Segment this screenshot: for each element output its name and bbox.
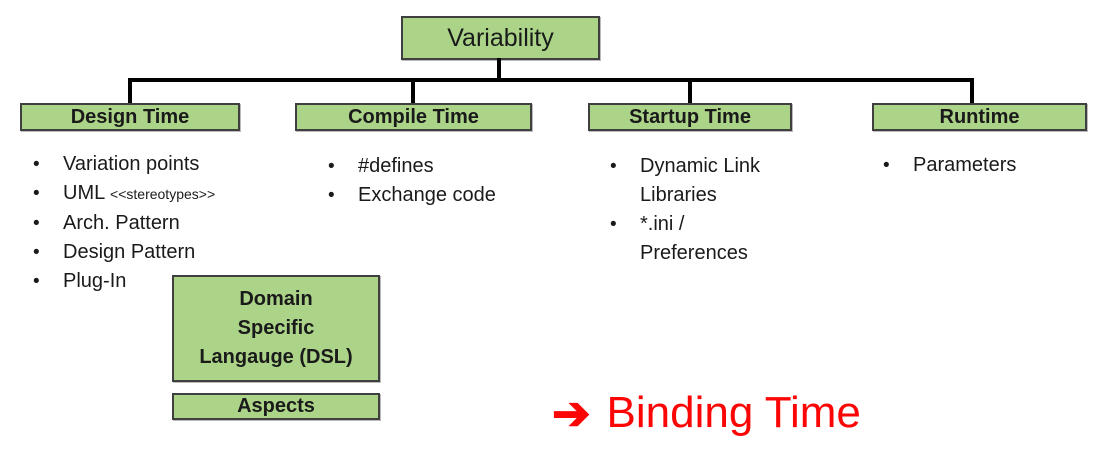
connector-stub-runtime <box>970 80 974 105</box>
list-item-text: Plug-In <box>63 270 127 292</box>
list-item: • Arch. Pattern <box>33 209 303 238</box>
design-time-list: • Variation points • UML <<stereotypes>>… <box>33 150 303 296</box>
list-item-text: *.ini / Preferences <box>640 213 748 264</box>
dsl-line-2: Specific <box>237 317 315 339</box>
bullet-icon: • <box>328 185 335 206</box>
list-item-text: UML <<stereotypes>> <box>63 179 303 209</box>
connector-root-vertical <box>497 58 501 80</box>
list-item: • Dynamic Link Libraries <box>610 152 775 210</box>
branch-label-runtime: Runtime <box>939 105 1020 128</box>
branch-box-startup-time: Startup Time <box>588 103 792 131</box>
connector-stub-compile-time <box>411 80 415 105</box>
binding-time-annotation: ➔ Binding Time <box>552 390 861 436</box>
dsl-line-1: Domain <box>239 288 313 310</box>
runtime-list: • Parameters <box>883 151 1093 180</box>
list-item-text: Parameters <box>913 154 1017 176</box>
root-label: Variability <box>447 23 554 52</box>
list-item-text: Dynamic Link Libraries <box>640 155 761 206</box>
list-item-text: Variation points <box>63 153 200 175</box>
list-item-text: Exchange code <box>358 184 496 206</box>
bullet-icon: • <box>33 183 40 204</box>
list-item: • Exchange code <box>328 181 558 210</box>
bullet-icon: • <box>328 156 335 177</box>
startup-time-list: • Dynamic Link Libraries • *.ini / Prefe… <box>610 152 775 268</box>
connector-horizontal <box>128 78 974 82</box>
aspects-label: Aspects <box>237 395 315 417</box>
dsl-box: Domain Specific Langauge (DSL) <box>172 275 380 382</box>
list-item-text: Arch. Pattern <box>63 212 180 234</box>
branch-box-design-time: Design Time <box>20 103 240 131</box>
branch-label-design-time: Design Time <box>70 105 190 128</box>
bullet-icon: • <box>33 154 40 175</box>
branch-box-runtime: Runtime <box>872 103 1087 131</box>
branch-label-startup-time: Startup Time <box>629 105 751 128</box>
dsl-line-3: Langauge (DSL) <box>199 346 353 368</box>
bullet-icon: • <box>610 156 617 177</box>
list-item: • #defines <box>328 152 558 181</box>
aspects-box: Aspects <box>172 393 380 420</box>
stereotypes-text: <<stereotypes>> <box>110 186 216 202</box>
uml-text: UML <box>63 182 105 204</box>
list-item: • Plug-In <box>33 267 303 296</box>
list-item: • *.ini / Preferences <box>610 210 775 268</box>
bullet-icon: • <box>883 155 890 176</box>
branch-box-compile-time: Compile Time <box>295 103 532 131</box>
compile-time-list: • #defines • Exchange code <box>328 152 558 210</box>
connector-stub-startup-time <box>688 80 692 105</box>
right-arrow-icon: ➔ <box>552 387 591 439</box>
list-item: • Design Pattern <box>33 238 303 267</box>
root-box-variability: Variability <box>401 16 600 60</box>
list-item: • Variation points <box>33 150 303 179</box>
list-item: • UML <<stereotypes>> <box>33 179 303 209</box>
list-item-text: #defines <box>358 155 434 177</box>
bullet-icon: • <box>33 213 40 234</box>
binding-time-label: Binding Time <box>606 388 861 437</box>
bullet-icon: • <box>33 242 40 263</box>
bullet-icon: • <box>33 271 40 292</box>
list-item: • Parameters <box>883 151 1093 180</box>
branch-label-compile-time: Compile Time <box>348 105 479 128</box>
connector-stub-design-time <box>128 80 132 105</box>
bullet-icon: • <box>610 214 617 235</box>
list-item-text: Design Pattern <box>63 241 196 263</box>
